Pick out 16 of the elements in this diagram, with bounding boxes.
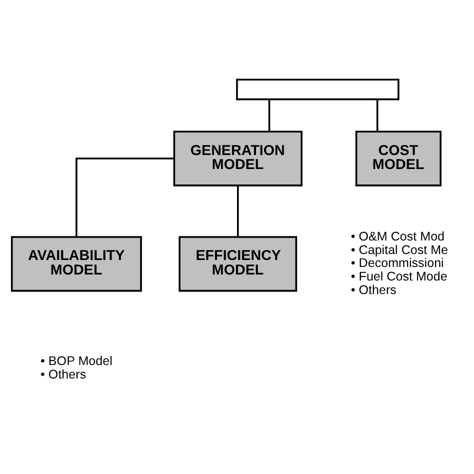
node-label: • Others	[40, 367, 86, 382]
node-box	[236, 78, 400, 100]
node-label: • Fuel Cost Mode	[350, 270, 448, 284]
node-label: • O&M Cost Mod	[350, 229, 445, 244]
connector	[376, 99, 378, 132]
node-label: • Capital Cost Me	[350, 242, 448, 257]
node-label: • Decommissioni	[350, 256, 444, 270]
node-label: • BOP Model	[40, 354, 112, 368]
node-label: • Others	[350, 283, 396, 298]
connector	[237, 186, 239, 237]
node-box: AVAILABILITY MODEL	[10, 236, 142, 292]
node-box: GENERATION MODEL	[173, 130, 302, 186]
connector	[76, 158, 174, 237]
connector	[268, 99, 270, 132]
node-box: COST MODEL	[355, 130, 442, 186]
node-box: EFFICIENCY MODEL	[178, 236, 298, 292]
